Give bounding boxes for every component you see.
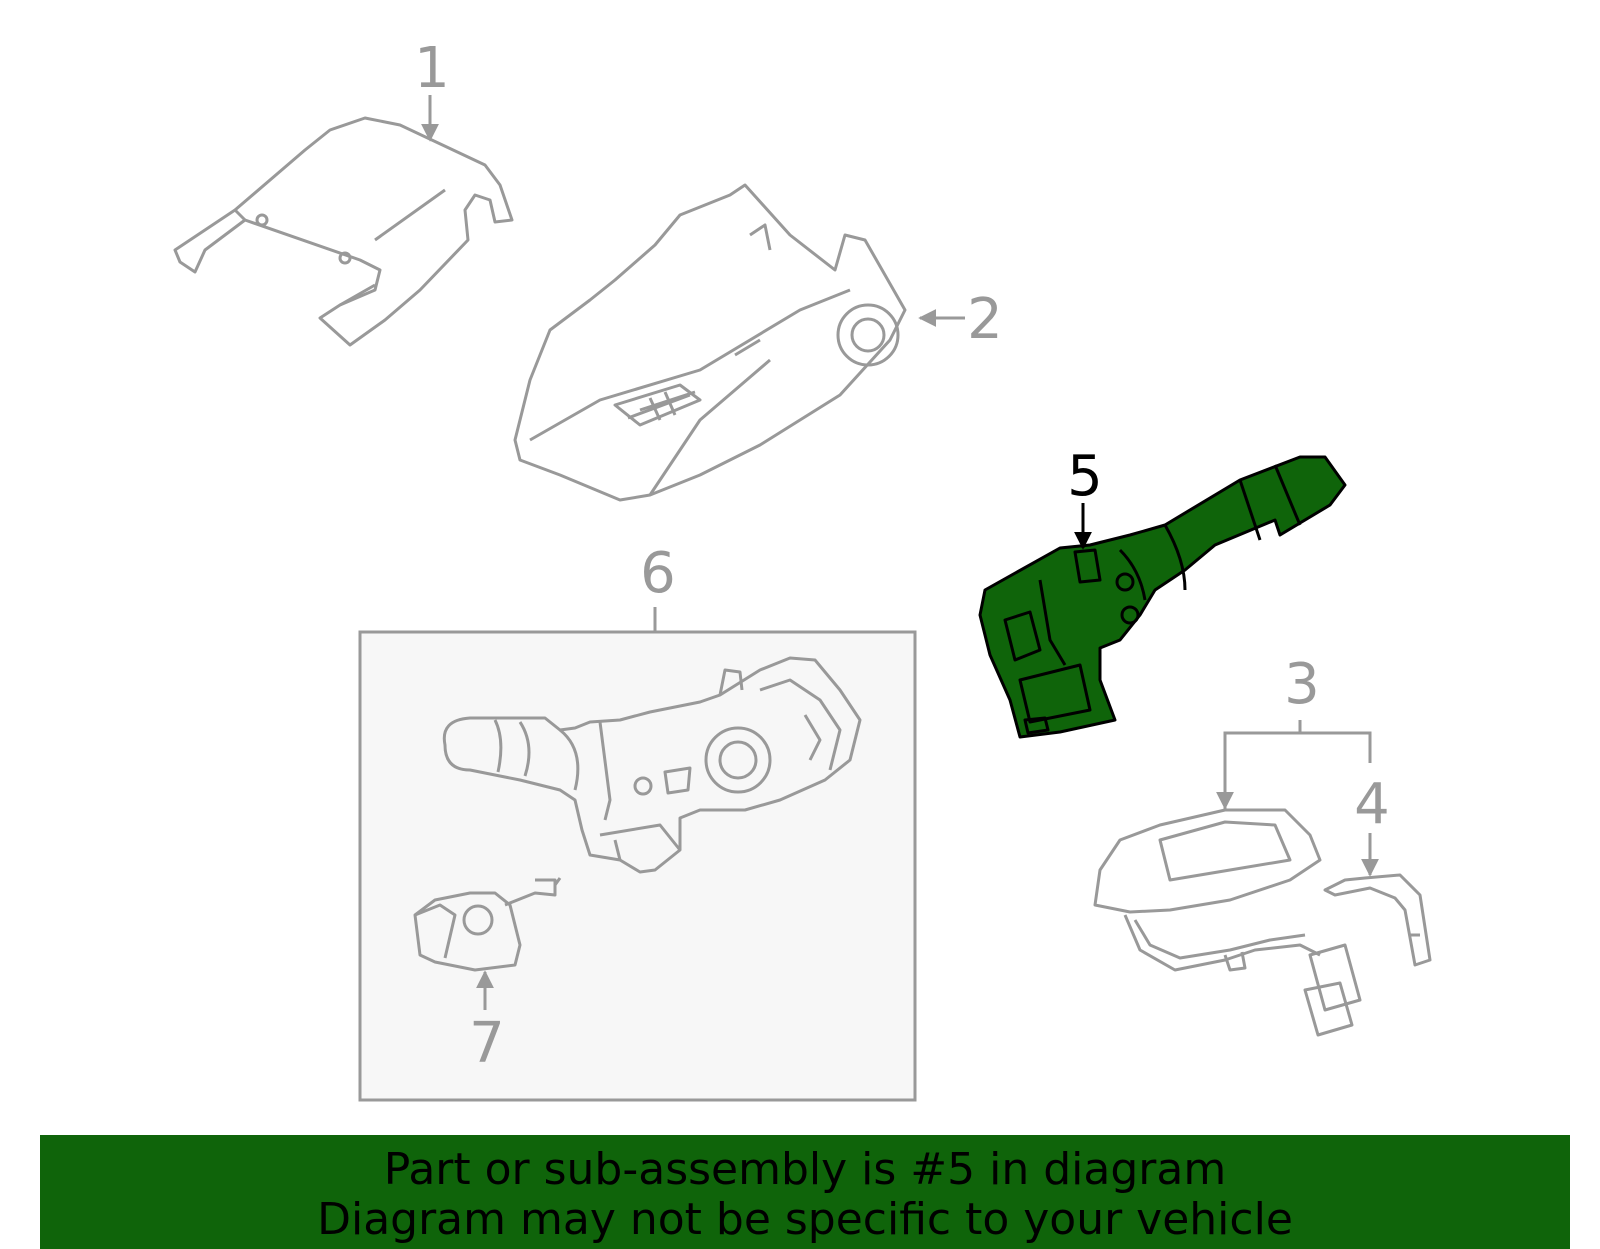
banner-line-disclaimer: Diagram may not be specific to your vehi… bbox=[317, 1194, 1293, 1245]
callout-2: 2 bbox=[967, 287, 1003, 352]
part-2-lower-cover bbox=[513, 183, 907, 502]
part-1-upper-cover bbox=[173, 116, 514, 347]
callout-3: 3 bbox=[1284, 652, 1320, 717]
part-5-switch-assembly bbox=[978, 455, 1347, 739]
leader-lines bbox=[421, 95, 1379, 1010]
part-6-inset bbox=[358, 630, 917, 1102]
callout-1: 1 bbox=[414, 36, 450, 101]
info-banner: Part or sub-assembly is #5 in diagram Di… bbox=[40, 1135, 1570, 1249]
callout-6: 6 bbox=[640, 541, 676, 606]
part-3-switch bbox=[1093, 808, 1362, 1037]
callout-7: 7 bbox=[469, 1011, 505, 1076]
banner-line-part: Part or sub-assembly is #5 in diagram bbox=[383, 1144, 1227, 1195]
part-4-bracket bbox=[1323, 873, 1432, 967]
callout-5: 5 bbox=[1067, 444, 1103, 509]
callout-4: 4 bbox=[1354, 772, 1390, 837]
